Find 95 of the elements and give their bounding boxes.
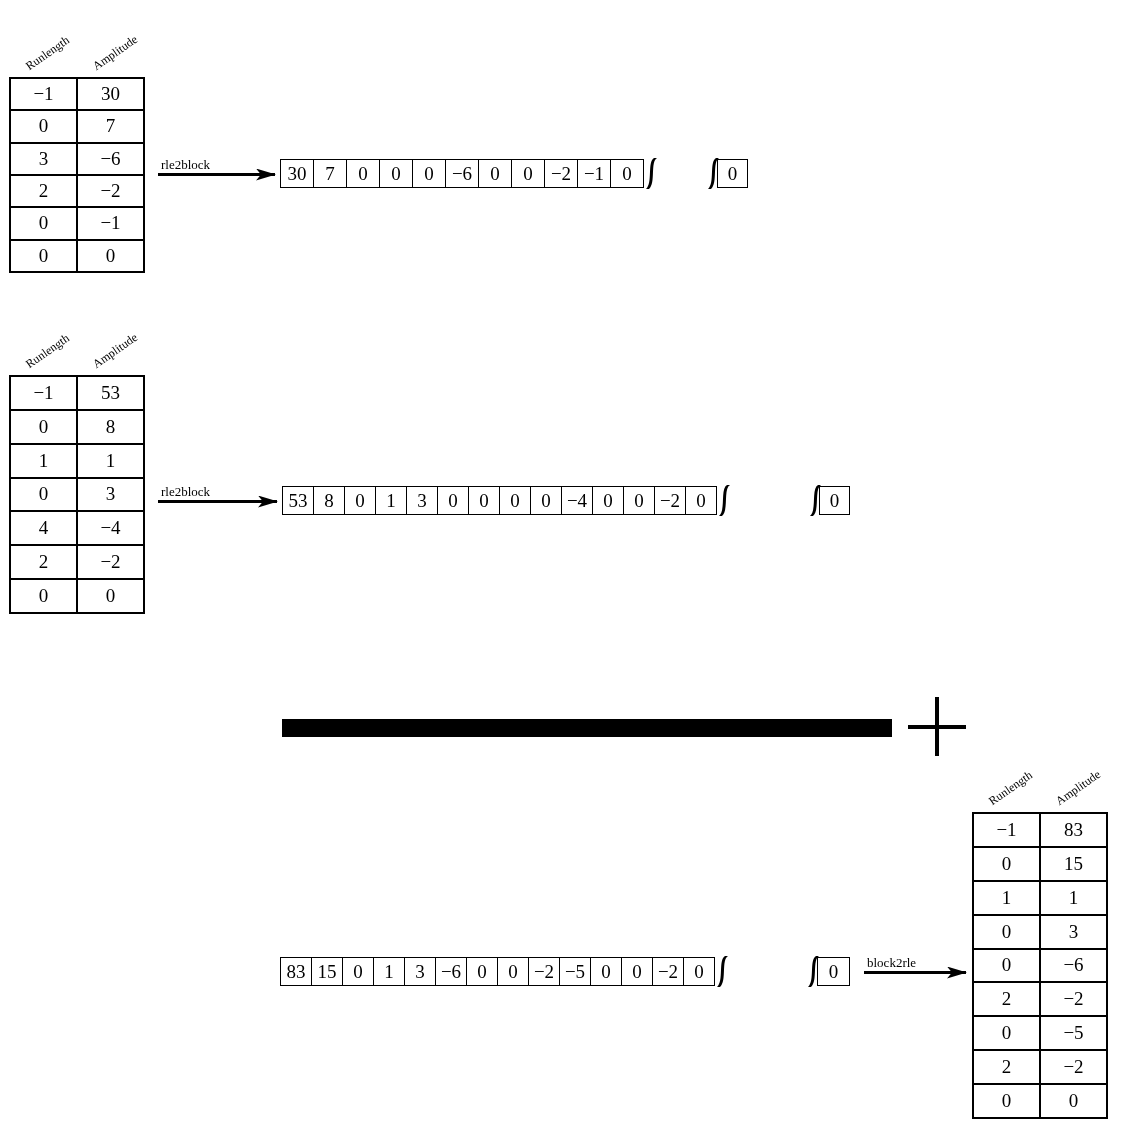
- array-cell: 0: [412, 159, 446, 188]
- array-cell: 0: [499, 486, 531, 515]
- edge-label: block2rle: [867, 955, 917, 970]
- array-cell: 8: [313, 486, 345, 515]
- array-cell: 0: [592, 486, 624, 515]
- table-cell: 0: [10, 110, 77, 143]
- array-cell: −5: [559, 957, 591, 986]
- table-cell: 1: [973, 880, 1040, 915]
- table-cell: 3: [77, 477, 144, 512]
- table-cell: −6: [1040, 948, 1107, 983]
- array-cell: 53: [282, 486, 314, 515]
- array-cell: −2: [544, 159, 578, 188]
- table-cell: 2: [10, 175, 77, 208]
- table-cell: 4: [10, 511, 77, 546]
- arrow: [864, 966, 967, 979]
- array-cell: 1: [375, 486, 407, 515]
- table-cell: −2: [1040, 1050, 1107, 1085]
- array-cell: 0: [468, 486, 500, 515]
- table-cell: 0: [973, 1016, 1040, 1051]
- table-cell: 1: [77, 443, 144, 478]
- table-cell: 2: [973, 982, 1040, 1017]
- value-array: [281, 957, 716, 986]
- table-cell: 0: [973, 1084, 1040, 1118]
- table-cell: −5: [1040, 1016, 1107, 1051]
- array-cell: 0: [497, 957, 529, 986]
- table-cell: 0: [973, 846, 1040, 881]
- array-cell: 0: [610, 159, 644, 188]
- array-cell: 0: [683, 957, 715, 986]
- array-cell: 0: [590, 957, 622, 986]
- table-cell: −1: [10, 376, 77, 410]
- array-cell: 0: [685, 486, 717, 515]
- table-cell: −1: [973, 813, 1040, 847]
- array-cell: 30: [280, 159, 314, 188]
- array-cell: −2: [528, 957, 560, 986]
- arrow: [158, 168, 276, 181]
- value-array: [283, 486, 718, 515]
- table-cell: −2: [77, 175, 144, 208]
- array-cell: 0: [817, 957, 850, 986]
- table-cell: 30: [77, 78, 144, 111]
- array-cell: 7: [313, 159, 347, 188]
- arrow: [158, 495, 278, 508]
- array-cell: 1: [373, 957, 405, 986]
- array-cell: 0: [344, 486, 376, 515]
- table-cell: 0: [77, 579, 144, 613]
- table-cell: 1: [1040, 880, 1107, 915]
- array-cell: 3: [406, 486, 438, 515]
- table-cell: 0: [973, 914, 1040, 949]
- table-cell: 0: [10, 477, 77, 512]
- array-cell: 3: [404, 957, 436, 986]
- array-cell: 0: [437, 486, 469, 515]
- array-cell: −4: [561, 486, 593, 515]
- array-cell: 0: [511, 159, 545, 188]
- table-cell: 83: [1040, 813, 1107, 847]
- table-cell: −1: [10, 78, 77, 111]
- array-cell: 0: [717, 159, 748, 188]
- table-cell: 0: [10, 207, 77, 240]
- array-cell: 0: [623, 486, 655, 515]
- table-cell: 0: [1040, 1084, 1107, 1118]
- edge-label: rle2block: [161, 484, 211, 499]
- edge-label: rle2block: [161, 157, 211, 172]
- table-cell: 8: [77, 409, 144, 444]
- array-cell: 0: [342, 957, 374, 986]
- table-cell: 7: [77, 110, 144, 143]
- table-cell: −4: [77, 511, 144, 546]
- array-cell: −2: [652, 957, 684, 986]
- array-cell: 0: [621, 957, 653, 986]
- array-cell: −2: [654, 486, 686, 515]
- table-cell: −1: [77, 207, 144, 240]
- value-array: [281, 159, 645, 188]
- array-cell: −6: [435, 957, 467, 986]
- table-cell: −6: [77, 142, 144, 175]
- table-cell: 3: [10, 142, 77, 175]
- table-cell: 1: [10, 443, 77, 478]
- array-cell: 15: [311, 957, 343, 986]
- table-cell: 3: [1040, 914, 1107, 949]
- table-cell: 0: [973, 948, 1040, 983]
- array-cell: 0: [819, 486, 850, 515]
- table-cell: −2: [77, 545, 144, 580]
- table-cell: 0: [10, 579, 77, 613]
- array-cell: 0: [379, 159, 413, 188]
- table-cell: 0: [10, 409, 77, 444]
- table-cell: 53: [77, 376, 144, 410]
- array-cell: −6: [445, 159, 479, 188]
- table-cell: 15: [1040, 846, 1107, 881]
- array-cell: 0: [530, 486, 562, 515]
- table-cell: 0: [77, 239, 144, 272]
- array-cell: 83: [280, 957, 312, 986]
- array-cell: 0: [466, 957, 498, 986]
- table-cell: 2: [973, 1050, 1040, 1085]
- array-cell: 0: [346, 159, 380, 188]
- table-cell: −2: [1040, 982, 1107, 1017]
- array-cell: 0: [478, 159, 512, 188]
- table-cell: 2: [10, 545, 77, 580]
- table-cell: 0: [10, 239, 77, 272]
- array-cell: −1: [577, 159, 611, 188]
